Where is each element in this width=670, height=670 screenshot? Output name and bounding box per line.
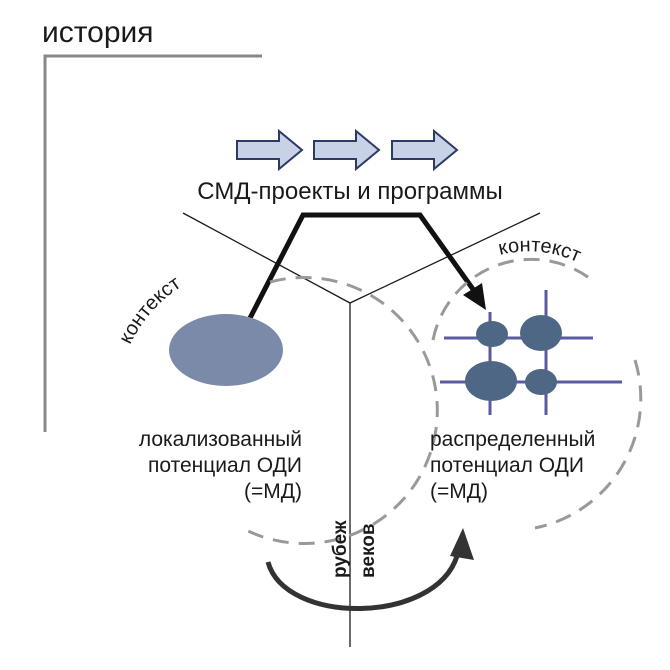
y-divider — [182, 212, 541, 647]
left-caption: локализованный потенциал ОДИ (=МД) — [139, 428, 302, 503]
network-node — [520, 315, 562, 351]
network-node — [525, 369, 557, 395]
right-caption-line: распределенный — [430, 428, 595, 451]
projects-connector — [247, 212, 486, 320]
curved-arrowhead-icon — [450, 528, 474, 560]
right-caption-line: потенциал ОДИ — [430, 454, 584, 477]
network-node — [476, 321, 508, 347]
left-caption-line: локализованный — [139, 428, 302, 451]
hollow-arrow-icon — [313, 128, 381, 172]
header-bracket — [43, 54, 262, 432]
center-label-rubezh: рубеж — [330, 520, 351, 578]
center-label-vekov: веков — [358, 523, 379, 578]
transition-arrow — [265, 528, 474, 611]
distributed-network — [440, 290, 622, 415]
hollow-arrow-icon — [391, 128, 459, 172]
flow-arrows — [236, 128, 459, 172]
right-context-circle — [431, 257, 593, 341]
left-caption-line: потенциал ОДИ — [148, 454, 302, 477]
localized-potential-ellipse — [169, 314, 283, 386]
right-context-circle-lower — [534, 359, 643, 530]
arrowhead-icon — [463, 283, 486, 310]
header-title: история — [42, 16, 154, 49]
left-caption-line: (=МД) — [244, 480, 302, 503]
right-caption-line: (=МД) — [430, 480, 488, 503]
top-title: СМД-проекты и программы — [197, 178, 502, 205]
network-node — [465, 361, 517, 401]
hollow-arrow-icon — [236, 128, 304, 172]
left-context-circle — [241, 276, 439, 545]
right-caption: распределенный потенциал ОДИ (=МД) — [430, 428, 595, 503]
